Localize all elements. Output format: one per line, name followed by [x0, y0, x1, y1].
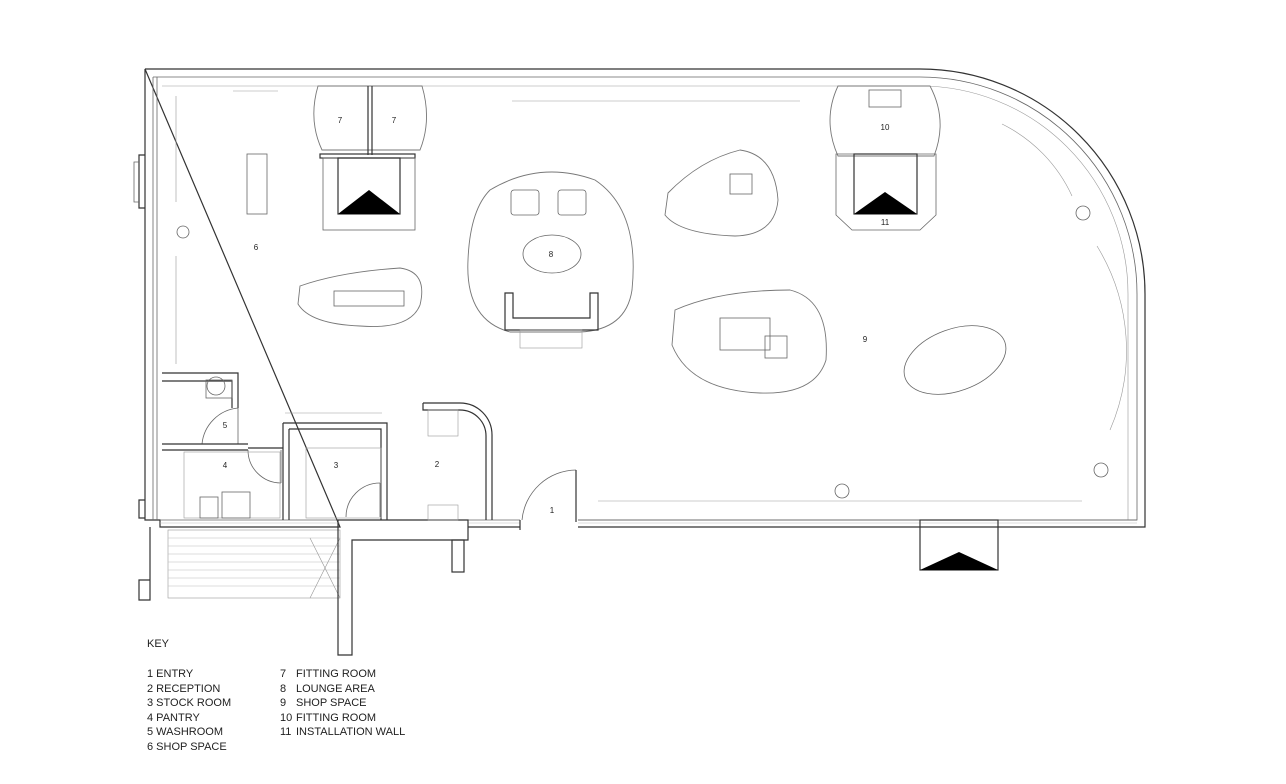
bottom-installation-box — [919, 519, 999, 571]
key-item-stock-room: 3 STOCK ROOM — [147, 697, 232, 709]
stock-room — [282, 412, 388, 520]
key-num: 8 — [280, 682, 287, 695]
key-item-lounge-area: 8 LOUNGE AREA — [280, 682, 405, 697]
label-reception: 2 — [435, 460, 440, 469]
key-name: FITTING ROOM — [296, 668, 377, 680]
display-tables — [246, 149, 1007, 395]
key-item-reception: 2 RECEPTION — [147, 682, 221, 695]
key-name: FITTING ROOM — [296, 711, 377, 724]
label-shop-space-6: 6 — [254, 243, 259, 252]
key-item-washroom: 5 WASHROOM — [147, 726, 223, 738]
exterior-walls — [133, 68, 1146, 601]
label-fitting-room-10: 10 — [881, 123, 890, 132]
key-item-installation-wall: 11 INSTALLATION WALL — [280, 725, 405, 740]
plants — [176, 205, 1109, 499]
label-shop-space-9: 9 — [863, 335, 868, 344]
key-name: INSTALLATION WALL — [296, 726, 406, 738]
service-rooms — [162, 372, 283, 519]
key-num: 7 — [280, 668, 287, 680]
key-column-1: 1 ENTRY 2 RECEPTION 3 STOCK ROOM 4 PANTR… — [147, 667, 231, 754]
exterior-terrace — [167, 519, 469, 656]
key-name: SHOP SPACE — [296, 697, 367, 709]
key-item-pantry: 4 PANTRY — [147, 711, 200, 724]
room-labels: 1 2 3 4 5 6 7 7 8 9 10 11 — [223, 116, 890, 515]
key-item-shop-space-9: 9 SHOP SPACE — [280, 696, 405, 711]
label-installation-wall: 11 — [881, 218, 890, 227]
label-fitting-room-7a: 7 — [338, 116, 343, 125]
key-num: 9 — [280, 697, 287, 709]
label-fitting-room-7b: 7 — [392, 116, 397, 125]
entry-door — [519, 469, 577, 530]
key-name: LOUNGE AREA — [296, 682, 375, 695]
key-item-entry: 1 ENTRY — [147, 668, 194, 680]
reception-desk — [422, 402, 493, 521]
label-stock-room: 3 — [334, 461, 339, 470]
fitting-room-10 — [829, 85, 941, 231]
label-lounge-area: 8 — [549, 250, 554, 259]
label-washroom: 5 — [223, 421, 228, 430]
key-item-shop-space-6: 6 SHOP SPACE — [147, 740, 227, 753]
label-pantry: 4 — [223, 461, 228, 470]
lounge-area — [467, 171, 634, 349]
key-title: KEY — [147, 638, 170, 650]
label-entry: 1 — [550, 506, 555, 515]
key-num: 10 — [280, 711, 293, 724]
wall-fixtures — [175, 90, 1127, 502]
fitting-rooms-7 — [313, 85, 427, 231]
key-num: 11 — [280, 726, 292, 738]
key-item-fitting-room-7: 7 FITTING ROOM — [280, 667, 405, 682]
